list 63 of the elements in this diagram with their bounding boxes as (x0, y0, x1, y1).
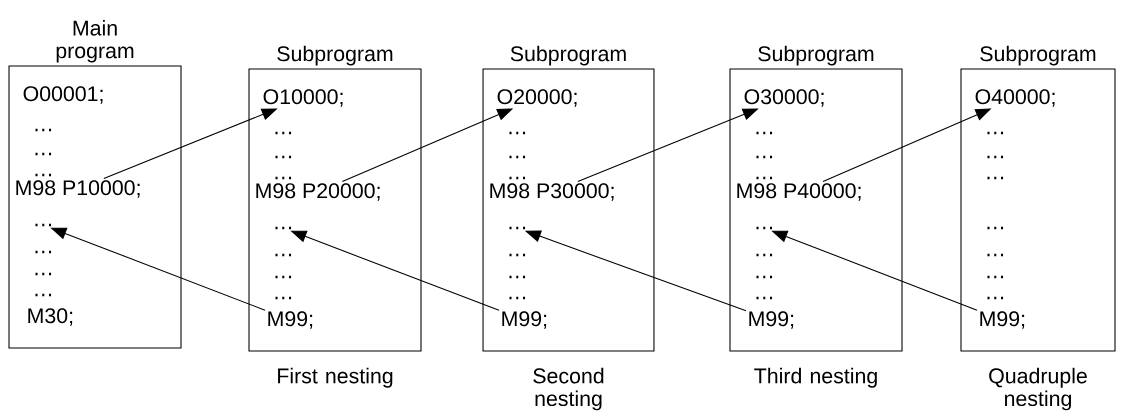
program-box (248, 45, 422, 388)
code-line: … (509, 155, 526, 159)
code-line: … (756, 131, 773, 135)
code-line: M98 P40000; (737, 183, 861, 201)
code-line: … (987, 275, 1004, 279)
code-line: … (275, 275, 292, 279)
code-line: … (756, 253, 773, 257)
code-line: … (987, 155, 1004, 159)
code-line: … (756, 296, 773, 300)
code-line: … (275, 131, 292, 135)
code-line: … (987, 253, 1004, 257)
code-line: M99; (268, 311, 313, 329)
code-line: … (35, 173, 52, 177)
nesting-label: Third nesting (754, 367, 877, 388)
program-title: Subprogram (510, 45, 626, 66)
program-title: Subprogram (758, 45, 874, 66)
code-line: … (987, 296, 1004, 300)
code-line: … (987, 226, 1004, 230)
code-line: M98 P20000; (256, 183, 380, 201)
code-line: … (756, 226, 773, 230)
code-line: … (275, 155, 292, 159)
code-line: … (756, 176, 773, 180)
program-title: Subprogram (980, 45, 1096, 66)
code-line: … (35, 293, 52, 297)
code-line: … (275, 176, 292, 180)
code-line: … (35, 272, 52, 276)
code-line: … (509, 296, 526, 300)
code-line: O20000; (497, 89, 577, 107)
program-title: Main program (56, 20, 134, 63)
code-line: O30000; (744, 89, 824, 107)
code-line: O00001; (23, 86, 103, 104)
code-line: … (35, 250, 52, 254)
code-line: O10000; (263, 89, 343, 107)
code-line: … (509, 131, 526, 135)
program-box (482, 45, 655, 411)
program-box (729, 45, 903, 388)
code-line: … (987, 176, 1004, 180)
code-line: … (509, 253, 526, 257)
code-line: … (275, 226, 292, 230)
code-line: … (509, 275, 526, 279)
code-line: M99; (980, 311, 1025, 329)
code-line: M99; (502, 311, 547, 329)
code-line: … (756, 155, 773, 159)
code-line: … (35, 223, 52, 227)
code-line: … (35, 128, 52, 132)
code-line: … (756, 275, 773, 279)
code-line: … (275, 296, 292, 300)
program-title: Subprogram (277, 45, 393, 66)
nesting-label: First nesting (278, 367, 393, 388)
code-line: M98 P30000; (490, 183, 614, 201)
code-line: … (509, 226, 526, 230)
code-line: … (509, 176, 526, 180)
code-line: M98 P10000; (16, 180, 140, 198)
program-box (960, 45, 1116, 411)
code-line: M99; (749, 311, 794, 329)
code-line: … (35, 152, 52, 156)
code-line: … (987, 131, 1004, 135)
code-line: … (275, 253, 292, 257)
program-box (8, 20, 182, 349)
code-line: M30; (28, 308, 73, 326)
nesting-label: Second nesting (533, 367, 604, 411)
code-line: O40000; (975, 89, 1055, 107)
nesting-label: Quadruple nesting (989, 367, 1087, 411)
